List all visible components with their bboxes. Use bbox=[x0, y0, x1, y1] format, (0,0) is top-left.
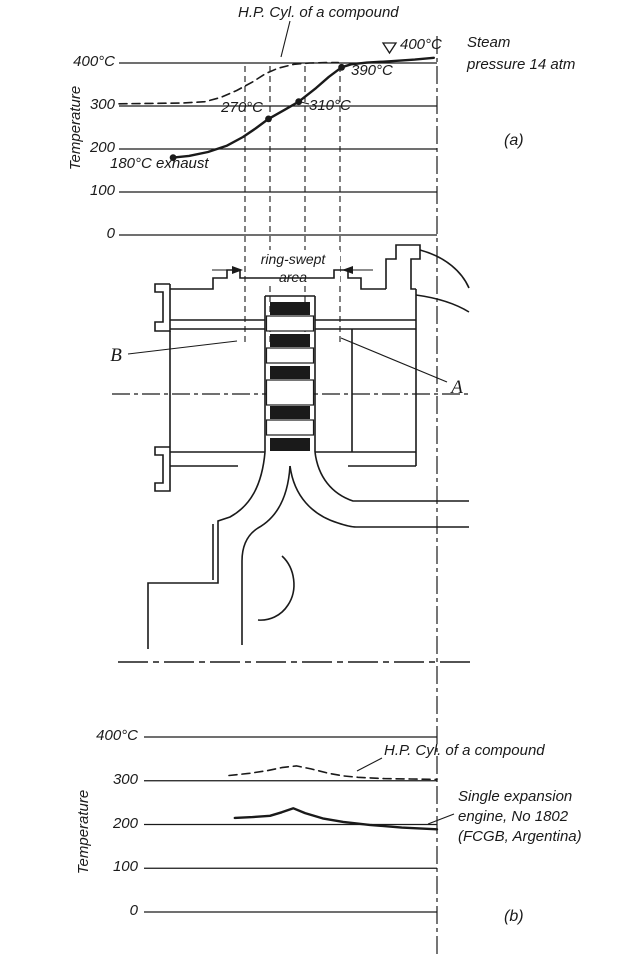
piston-ring bbox=[270, 366, 310, 379]
piston-rings bbox=[270, 302, 310, 451]
tick-100: 100 bbox=[113, 858, 139, 875]
single-expansion-label-line1: Single expansion bbox=[458, 788, 572, 805]
triangle-400c-marker bbox=[381, 42, 398, 55]
chart-a-dashed-series bbox=[118, 61, 340, 105]
chart-b-axis-lines bbox=[144, 736, 437, 913]
passage-divider-left-wall bbox=[241, 465, 291, 645]
annotation-310c-leader bbox=[300, 101, 310, 105]
hp-cyl-label-a: H.P. Cyl. of a compound bbox=[238, 4, 399, 21]
piston-ring bbox=[270, 406, 310, 419]
ring-land bbox=[265, 347, 315, 364]
liner-wall-right bbox=[315, 319, 416, 330]
annotation-270c: 270°C bbox=[220, 99, 263, 116]
annotation-180c-exhaust: 180°C exhaust bbox=[110, 155, 209, 172]
piston-ring bbox=[270, 334, 310, 347]
data-point-marker bbox=[338, 63, 345, 71]
chart-b-tick-labels: 400°C 300 200 100 0 bbox=[96, 727, 139, 919]
single-expansion-label-line2: engine, No 1802 bbox=[458, 808, 569, 825]
chart-b-dashed-series bbox=[228, 765, 438, 781]
ring-swept-area-dimension: ring-swept area bbox=[212, 250, 373, 286]
annotation-310c: 310°C bbox=[309, 97, 351, 114]
tick-300: 300 bbox=[113, 771, 139, 788]
steam-passage-bottom-wall bbox=[289, 465, 469, 528]
tick-0: 0 bbox=[130, 902, 139, 919]
steam-pressure-line1: Steam bbox=[467, 34, 510, 51]
tick-400: 400°C bbox=[96, 727, 138, 744]
ring-land bbox=[265, 315, 315, 332]
chart-a-annotations: H.P. Cyl. of a compound 400°C Steam pres… bbox=[110, 4, 575, 172]
tick-100: 100 bbox=[90, 182, 116, 199]
single-expansion-label-line3: (FCGB, Argentina) bbox=[458, 828, 582, 845]
chart-a-tick-labels: 400°C 300 200 100 0 bbox=[73, 53, 116, 242]
part-label-a: A bbox=[449, 377, 463, 398]
part-label-b: B bbox=[110, 345, 122, 366]
hp-cyl-label-b: H.P. Cyl. of a compound bbox=[384, 742, 545, 759]
part-b-leader bbox=[127, 340, 238, 355]
panel-b-label: (b) bbox=[504, 908, 524, 925]
data-point-marker bbox=[265, 115, 272, 123]
piston-column-outline bbox=[264, 295, 316, 452]
chart-b-solid-series bbox=[233, 807, 439, 831]
single-expansion-leader bbox=[427, 813, 455, 825]
chart-a-solid-series bbox=[171, 56, 435, 159]
tick-200: 200 bbox=[112, 815, 139, 832]
ring-land bbox=[265, 379, 315, 406]
hp-cyl-leader-b bbox=[356, 757, 383, 772]
tick-300: 300 bbox=[90, 96, 116, 113]
top-deck-outline bbox=[170, 269, 386, 290]
engine-cross-section: B A bbox=[110, 244, 470, 663]
left-upper-flange bbox=[154, 283, 171, 332]
exhaust-passage-outer-wall bbox=[147, 451, 266, 649]
steam-passage-top-wall bbox=[314, 451, 469, 502]
chart-b: 400°C 300 200 100 0 Temperature H.P. Cyl… bbox=[75, 727, 582, 925]
head-joint-line-1 bbox=[415, 294, 470, 313]
ring-swept-label-line1: ring-swept bbox=[261, 251, 327, 267]
piston-ring-grooves bbox=[265, 315, 315, 436]
ring-swept-text-bg bbox=[246, 250, 340, 286]
annotation-390c: 390°C bbox=[351, 62, 393, 79]
reference-dashed-lines bbox=[244, 66, 341, 345]
tick-0: 0 bbox=[107, 225, 116, 242]
chart-b-y-axis-label: Temperature bbox=[75, 790, 92, 875]
head-joint-line-2 bbox=[419, 249, 470, 289]
data-point-marker bbox=[295, 98, 303, 106]
steam-pressure-line2: pressure 14 atm bbox=[466, 56, 575, 73]
top-right-stub-flange bbox=[385, 244, 421, 290]
hp-cyl-leader-a bbox=[280, 20, 291, 58]
ring-swept-label-line2: area bbox=[279, 269, 307, 285]
chart-b-annotations: H.P. Cyl. of a compound Single expansion… bbox=[356, 742, 582, 925]
left-lower-flange bbox=[154, 446, 171, 492]
bottom-flange-lines bbox=[170, 451, 416, 467]
part-a-leader bbox=[340, 337, 448, 383]
data-point-marker bbox=[169, 154, 177, 162]
chart-a: 400°C 300 200 100 0 Temperature H.P. Cyl… bbox=[67, 4, 575, 242]
ring-land bbox=[265, 419, 315, 436]
piston-ring bbox=[270, 302, 310, 315]
tick-400: 400°C bbox=[73, 53, 115, 70]
passage-inner-hook-wall bbox=[257, 555, 295, 621]
tick-200: 200 bbox=[89, 139, 116, 156]
annotation-400c: 400°C bbox=[400, 36, 442, 53]
piston-ring bbox=[270, 438, 310, 451]
chart-b-series bbox=[228, 765, 439, 831]
panel-a-label: (a) bbox=[504, 132, 524, 149]
chart-a-y-axis-label: Temperature bbox=[67, 86, 84, 171]
liner-wall-left bbox=[170, 319, 265, 330]
chart-a-axis-lines bbox=[119, 62, 437, 236]
